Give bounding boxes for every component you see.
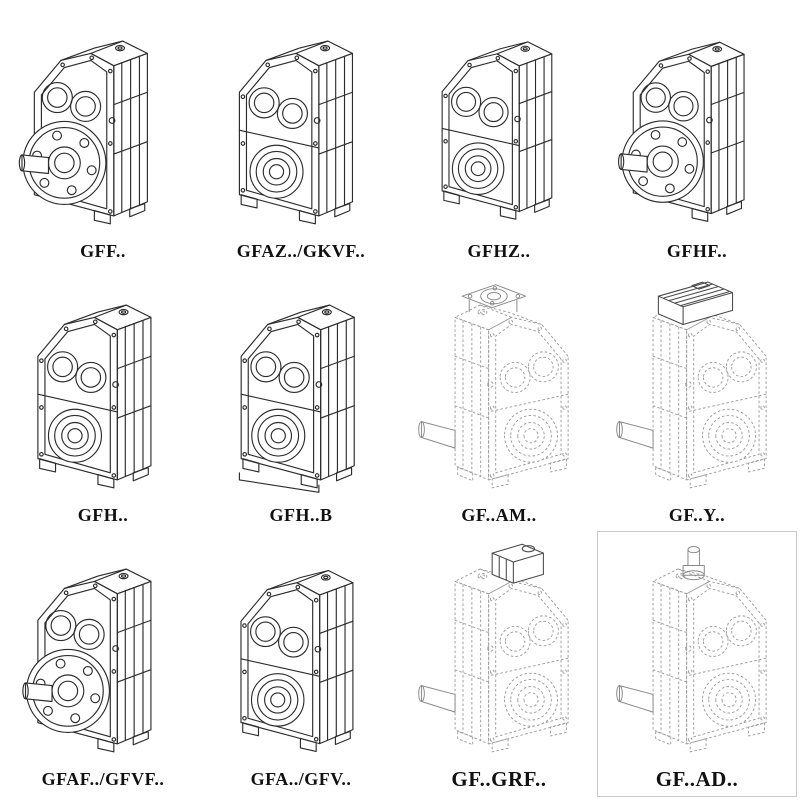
input-adapter-block bbox=[491, 543, 544, 584]
product-label: GFF.. bbox=[80, 240, 126, 261]
gearbox-drawing-hollow-shaft bbox=[6, 270, 200, 500]
product-cell-gf-ad: GF..AD.. bbox=[597, 531, 797, 797]
gearbox-drawing-iec-adapter-flange bbox=[402, 270, 596, 500]
product-cell-gf-am: GF..AM.. bbox=[400, 268, 598, 532]
product-cell-gfh: GFH.. bbox=[4, 268, 202, 532]
product-label: GF..AM.. bbox=[461, 504, 537, 525]
gearbox-drawing-hollow-shaft bbox=[204, 534, 398, 764]
product-cell-gff: GFF.. bbox=[4, 4, 202, 268]
product-cell-gf-grf: GF..GRF.. bbox=[400, 532, 598, 796]
product-label: GFA../GFV.. bbox=[250, 768, 352, 789]
gearbox-drawing-hollow-shaft bbox=[204, 6, 398, 236]
product-label: GFAZ../GKVF.. bbox=[236, 240, 366, 261]
product-label: GFAF../GFVF.. bbox=[41, 768, 165, 789]
product-label: GFHF.. bbox=[666, 240, 728, 261]
product-label: GFHZ.. bbox=[467, 240, 531, 261]
product-label: GF..GRF.. bbox=[451, 766, 547, 791]
gearbox-drawing-input-adapter bbox=[402, 534, 596, 764]
gearbox-drawing-hollow-shaft-base bbox=[204, 270, 398, 500]
product-label: GF..Y.. bbox=[668, 504, 726, 525]
product-cell-gfh-b: GFH..B bbox=[202, 268, 400, 532]
product-cell-gfaz-gkvf: GFAZ../GKVF.. bbox=[202, 4, 400, 268]
product-cell-gfaf-gfvf: GFAF../GFVF.. bbox=[4, 532, 202, 796]
gearbox-drawing-flange-output bbox=[6, 6, 200, 236]
input-shaft-stub bbox=[682, 545, 705, 580]
input-flange-plate bbox=[461, 283, 526, 312]
gearbox-drawing-flange-output bbox=[6, 534, 200, 764]
product-label: GFH.. bbox=[77, 504, 129, 525]
product-cell-gfhf: GFHF.. bbox=[598, 4, 796, 268]
gearbox-drawing-hollow-shaft bbox=[402, 6, 596, 236]
gearbox-drawing-with-motor bbox=[600, 270, 794, 500]
product-cell-gf-y: GF..Y.. bbox=[598, 268, 796, 532]
gearbox-drawing-input-shaft bbox=[600, 534, 794, 764]
motor-block bbox=[657, 281, 733, 325]
product-cell-gfhz: GFHZ.. bbox=[400, 4, 598, 268]
product-label: GFH..B bbox=[269, 504, 333, 525]
gearbox-drawing-flange-output bbox=[600, 6, 794, 236]
product-cell-gfa-gfv: GFA../GFV.. bbox=[202, 532, 400, 796]
product-label: GF..AD.. bbox=[655, 766, 739, 791]
